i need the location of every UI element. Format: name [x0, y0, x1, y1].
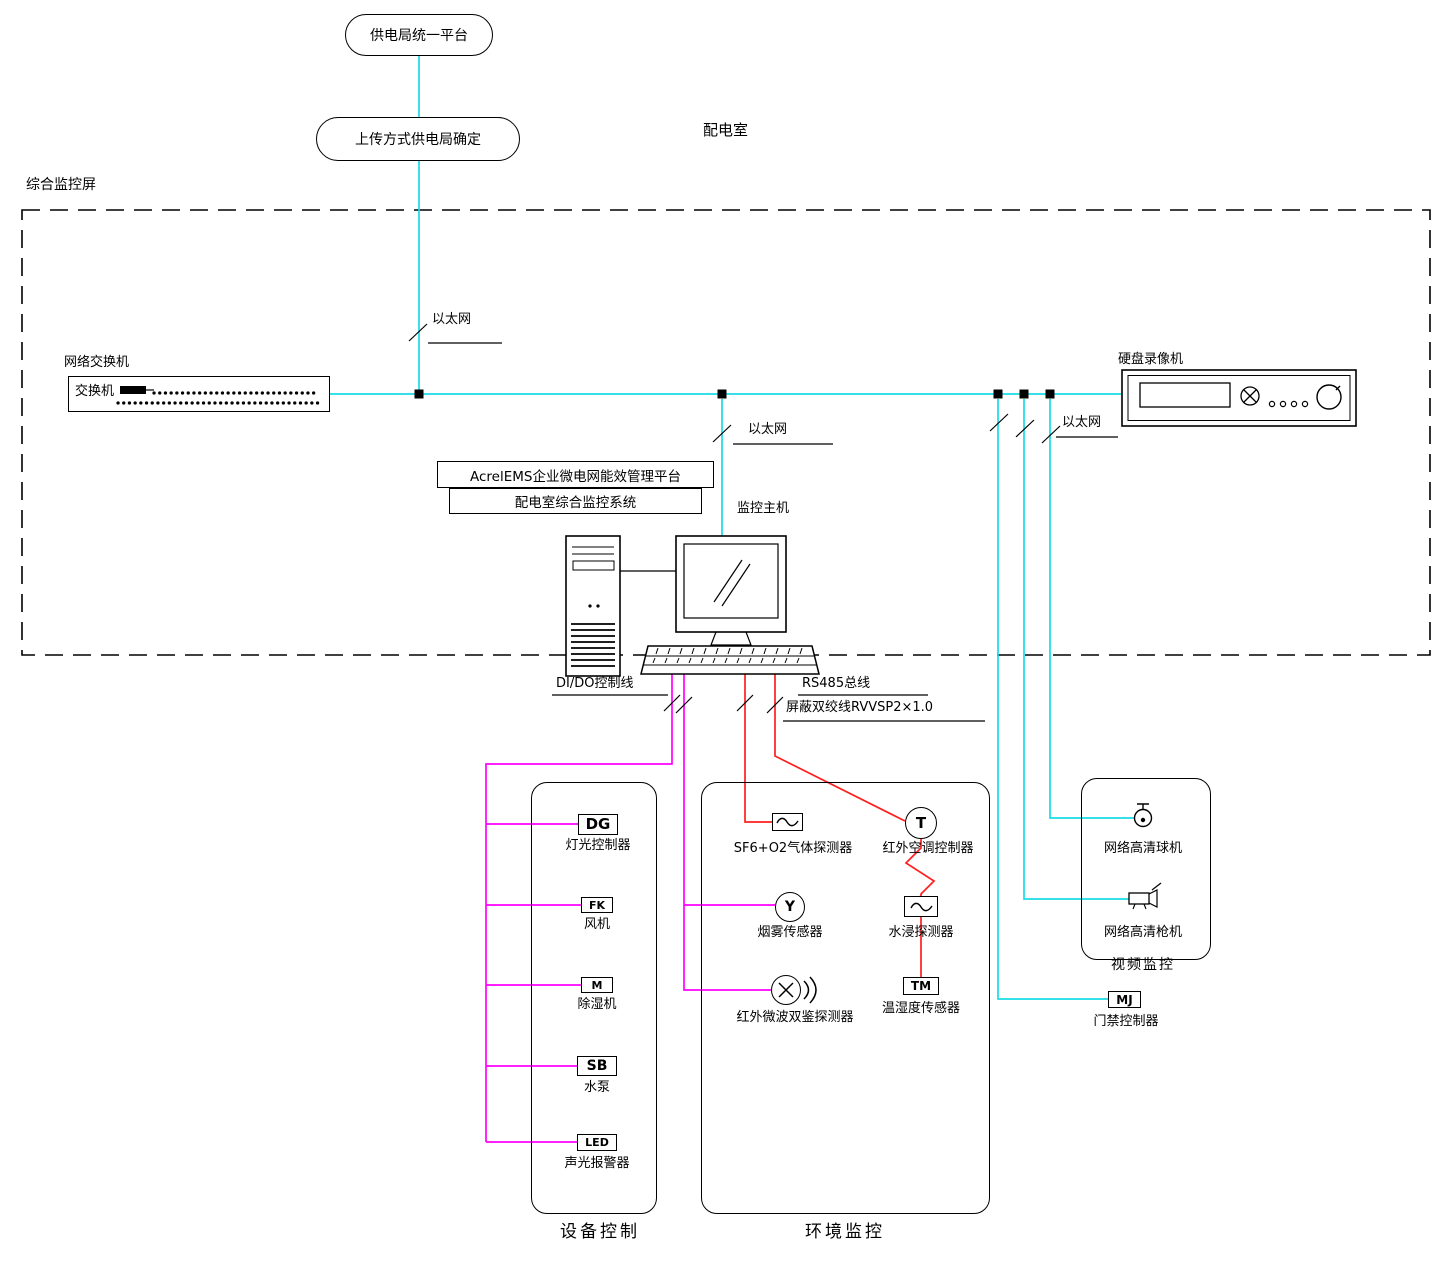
bullet-camera-icon: [1128, 882, 1162, 910]
platform-caption-line2: 配电室综合监控系统: [449, 488, 702, 514]
bus-junction-nodes: [414, 389, 1055, 399]
environment-group-box: [701, 782, 990, 1214]
device-control-title: 设备控制: [560, 1222, 640, 1242]
light-controller-code: DG: [585, 815, 611, 833]
dome-camera-icon: [1133, 803, 1153, 828]
ac-controller-code: T: [915, 813, 927, 832]
sound-light-alarm-icon: LED: [577, 1134, 617, 1151]
switch-ports-icon: [116, 386, 324, 405]
wave-glyph: [910, 902, 933, 911]
wave-glyph: [776, 817, 799, 827]
host-label: 监控主机: [737, 501, 790, 516]
dido-bus-label: DI/DO控制线: [556, 676, 634, 691]
switch-box: 交换机: [68, 376, 330, 412]
smoke-sensor-code: Y: [784, 899, 796, 915]
x-glyph: [778, 982, 794, 998]
rs485-wires: [744, 674, 936, 977]
ethernet-label-top: 以太网: [432, 312, 472, 327]
fan-icon: FK: [581, 897, 613, 913]
rs485-bus-label: RS485总线: [802, 676, 871, 691]
fan-label: 风机: [583, 917, 611, 932]
switch-box-label: 交换机: [75, 384, 115, 399]
light-controller-icon: DG: [578, 814, 618, 835]
sound-light-alarm-label: 声光报警器: [564, 1156, 630, 1171]
shielded-cable-label: 屏蔽双绞线RVVSP2×1.0: [786, 700, 934, 715]
video-title: 视频监控: [1111, 957, 1175, 973]
platform-caption-line1-text: AcrelEMS企业微电网能效管理平台: [470, 468, 681, 485]
access-controller-code: MJ: [1116, 992, 1133, 1007]
ac-controller-label: 红外空调控制器: [882, 841, 974, 856]
dual-detector-icon: [771, 975, 801, 1005]
bullet-camera-label: 网络高清枪机: [1103, 925, 1183, 940]
access-controller-icon: MJ: [1108, 991, 1141, 1008]
node-power-bureau-platform-label: 供电局统一平台: [370, 28, 468, 44]
monitor-screen-area-label: 综合监控屏: [26, 177, 96, 193]
temp-humidity-sensor-code: TM: [910, 979, 932, 993]
smoke-sensor-label: 烟雾传感器: [757, 925, 823, 940]
ethernet-label-mid: 以太网: [748, 422, 788, 437]
fan-code: FK: [588, 898, 606, 912]
node-upload-method-label: 上传方式供电局确定: [355, 132, 481, 148]
annotation-leader-lines: [428, 342, 1118, 722]
dvr-front-panel-icon: [1121, 369, 1357, 427]
temp-humidity-sensor-label: 温湿度传感器: [881, 1001, 961, 1016]
room-label: 配电室: [703, 121, 749, 139]
temp-humidity-sensor-icon: TM: [903, 977, 939, 995]
dual-detector-label: 红外微波双鉴探测器: [736, 1010, 854, 1025]
platform-caption-line2-text: 配电室综合监控系统: [514, 495, 637, 511]
device-control-group-box: [531, 782, 657, 1214]
sound-waves-icon: [803, 976, 817, 1004]
water-pump-icon: SB: [577, 1056, 617, 1076]
access-controller-label: 门禁控制器: [1093, 1014, 1159, 1029]
node-upload-method: 上传方式供电局确定: [316, 117, 520, 161]
node-power-bureau-platform: 供电局统一平台: [345, 14, 493, 56]
dome-camera-label: 网络高清球机: [1103, 841, 1183, 856]
gas-detector-icon: [772, 813, 803, 831]
water-detector-icon: [904, 896, 938, 917]
wire-slash-marks: [408, 323, 1061, 714]
smoke-sensor-icon: Y: [775, 892, 805, 922]
dvr-title: 硬盘录像机: [1118, 352, 1184, 367]
water-pump-code: SB: [586, 1058, 608, 1074]
dehumidifier-label: 除湿机: [577, 997, 617, 1012]
dehumidifier-icon: M: [581, 977, 613, 993]
video-group-box: [1081, 778, 1211, 960]
ethernet-label-right: 以太网: [1062, 415, 1102, 430]
switch-title: 网络交换机: [64, 355, 130, 370]
water-detector-label: 水浸探测器: [888, 925, 954, 940]
computer-tower-monitor-keyboard-icon: [565, 535, 820, 677]
light-controller-label: 灯光控制器: [565, 838, 631, 853]
sound-light-alarm-code: LED: [585, 1136, 609, 1149]
platform-caption-line1: AcrelEMS企业微电网能效管理平台: [437, 461, 714, 488]
ac-controller-icon: T: [905, 807, 937, 839]
dehumidifier-code: M: [591, 978, 603, 992]
gas-detector-label: SF6+O2气体探测器: [733, 841, 853, 856]
water-pump-label: 水泵: [583, 1080, 611, 1095]
environment-title: 环境监控: [805, 1222, 885, 1242]
